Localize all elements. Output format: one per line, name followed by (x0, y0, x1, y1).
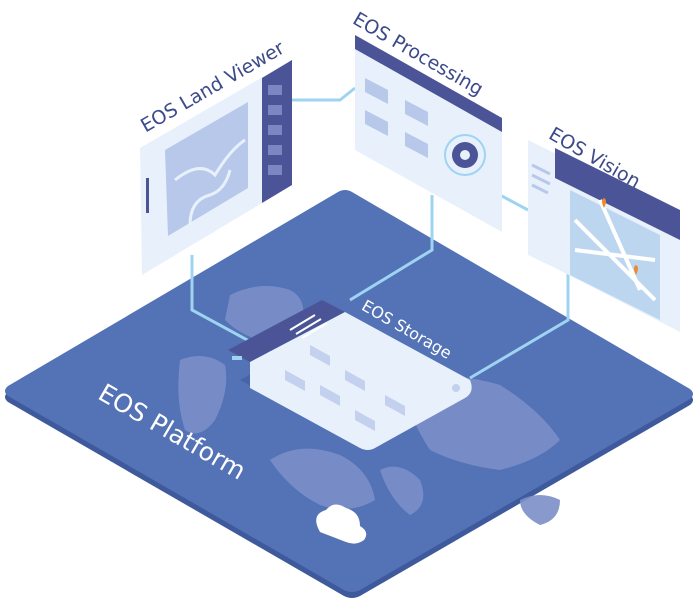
connector-lines (190, 86, 570, 380)
processing-window (355, 35, 502, 232)
storage-window (228, 300, 472, 450)
cloud-icon (316, 504, 367, 544)
land-viewer-window (140, 60, 292, 275)
location-pin-icon (602, 198, 638, 275)
vision-window (528, 140, 680, 332)
